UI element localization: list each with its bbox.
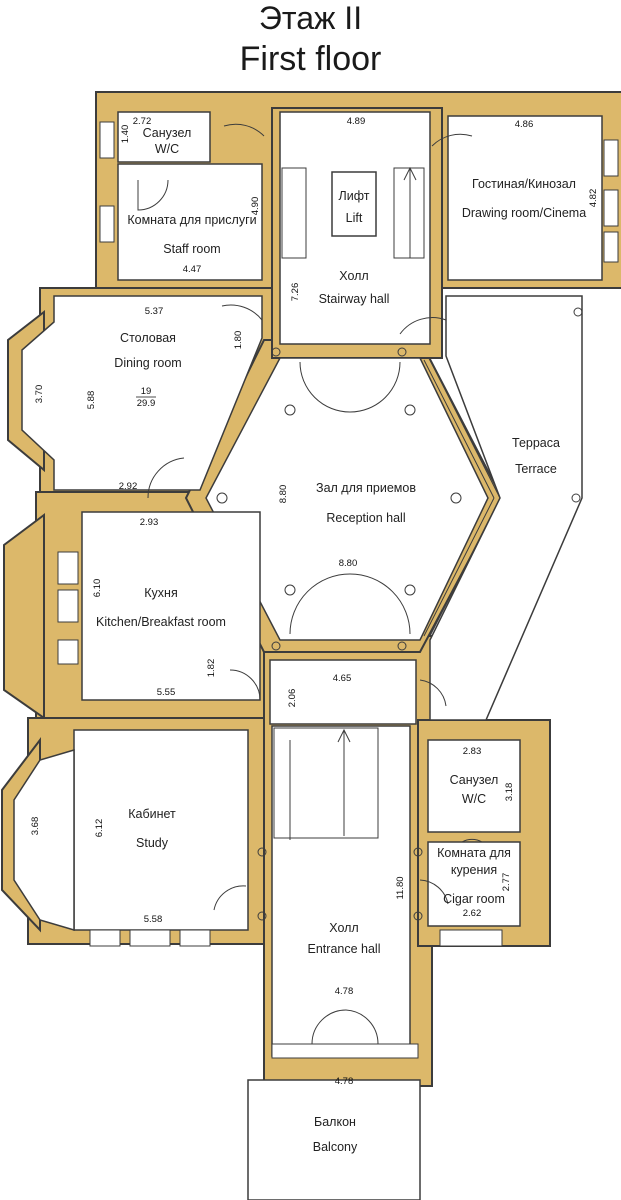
stair-hall-dim-door: 1.80: [233, 331, 244, 350]
cigar-room-label-en: Cigar room: [443, 892, 505, 906]
kitchen-dim-1-82: 1.82: [206, 659, 217, 678]
dining-room-dim-29-9: 29.9: [137, 398, 156, 409]
windows: [57, 121, 619, 1059]
staff-room-dim-depth: 4.90: [250, 197, 261, 216]
kitchen-dim-depth: 6.10: [92, 579, 103, 598]
terrace-label-ru: Терраса: [512, 436, 560, 450]
reception-hall-label-ru: Зал для приемов: [316, 481, 416, 495]
dining-room-dim-bay: 3.70: [34, 385, 45, 404]
stair-hall-dim-depth: 7.26: [290, 283, 301, 302]
floor-title-ru: Этаж II: [258, 0, 363, 36]
staff-room-label-en: Staff room: [163, 242, 220, 256]
lift-label-en: Lift: [346, 211, 363, 225]
study-label-en: Study: [136, 836, 169, 850]
balcony-dim-width: 4.78: [335, 1076, 354, 1087]
wc-bottom-label-ru: Санузел: [450, 773, 499, 787]
rooms: [13, 111, 603, 1200]
reception-hall-dim-width: 8.80: [339, 558, 358, 569]
drawing-room-dim-depth: 4.82: [588, 189, 599, 208]
balcony-label-en: Balcony: [313, 1140, 358, 1154]
corridor-dim-depth: 2.06: [287, 689, 298, 708]
reception-hall-dim-depth: 8.80: [278, 485, 289, 504]
entrance-hall-dim-depth: 11.80: [395, 876, 406, 899]
terrace-label-en: Terrace: [515, 462, 557, 476]
study-label-ru: Кабинет: [128, 807, 176, 821]
wc-top-dim-width: 2.72: [133, 116, 152, 127]
drawing-room-label-en: Drawing room/Cinema: [462, 206, 586, 220]
wc-bottom-dim-width: 2.83: [463, 746, 482, 757]
drawing-room-dim-width: 4.86: [515, 119, 534, 130]
kitchen-dim-width: 5.55: [157, 687, 176, 698]
kitchen-dim-door: 2.93: [140, 517, 159, 528]
entrance-hall-label-en: Entrance hall: [308, 942, 381, 956]
dining-room-label-ru: Столовая: [120, 331, 176, 345]
floor-title-en: First floor: [239, 40, 382, 78]
cigar-room-label-ru-2: курения: [451, 863, 497, 877]
drawing-room-label-ru: Гостиная/Кинозал: [472, 177, 576, 191]
lift-label-ru: Лифт: [339, 189, 370, 203]
wc-bottom-dim-depth: 3.18: [504, 783, 515, 802]
doors: [137, 123, 483, 1045]
dining-room-label-en: Dining room: [114, 356, 181, 370]
kitchen-label-en: Kitchen/Breakfast room: [96, 615, 226, 629]
stairs: [273, 166, 425, 840]
wc-top-label-ru: Санузел: [143, 126, 192, 140]
study-dim-bay: 3.68: [30, 817, 41, 836]
wc-bottom-label-en: W/C: [462, 792, 486, 806]
study-dim-width: 5.58: [144, 914, 163, 925]
wc-top-label-en: W/C: [155, 142, 179, 156]
dining-room-dim-door: 2.92: [119, 481, 138, 492]
balcony-label-ru: Балкон: [314, 1115, 356, 1129]
entrance-hall-label-ru: Холл: [329, 921, 358, 935]
corridor-dim-width: 4.65: [333, 673, 352, 684]
cigar-room-dim-width: 2.62: [463, 908, 482, 919]
dining-room-dim-depth: 5.88: [86, 391, 97, 410]
dining-room-dim-19: 19: [141, 386, 152, 397]
stair-hall-label-en: Stairway hall: [319, 292, 390, 306]
dining-room-dim-width: 5.37: [145, 306, 164, 317]
cigar-room-label-ru-1: Комната для: [437, 846, 511, 860]
entrance-hall-dim-width: 4.78: [335, 986, 354, 997]
cigar-room-dim-depth: 2.77: [501, 873, 512, 892]
reception-hall-label-en: Reception hall: [326, 511, 405, 525]
wc-top-dim-depth: 1.40: [120, 125, 131, 144]
stair-hall-label-ru: Холл: [339, 269, 368, 283]
kitchen-label-ru: Кухня: [144, 586, 177, 600]
staff-room-label-ru: Комната для прислуги: [127, 213, 256, 227]
study-dim-depth: 6.12: [94, 819, 105, 838]
columns: [216, 307, 583, 921]
staff-room-dim-width: 4.47: [183, 264, 202, 275]
stair-hall-dim-width: 4.89: [347, 116, 366, 127]
